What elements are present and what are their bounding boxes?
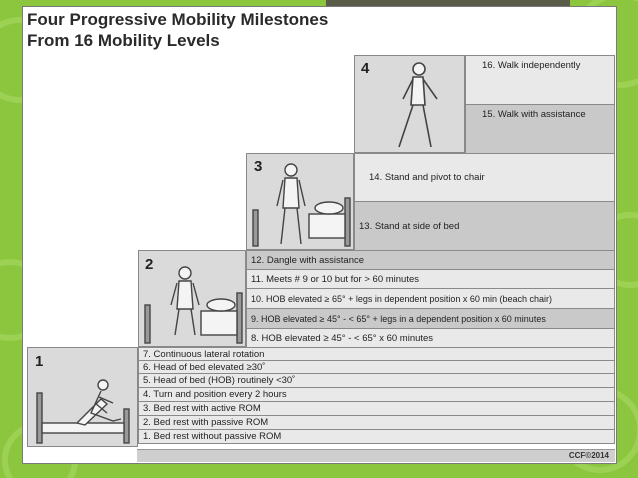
level-row-10: 10. HOB elevated ≥ 65° + legs in depende… xyxy=(246,288,615,309)
level-row-7: 7. Continuous lateral rotation xyxy=(138,347,615,361)
level-row-16: 16. Walk independently xyxy=(465,55,615,105)
milestone-number-4: 4 xyxy=(361,60,370,77)
level-row-13: 13. Stand at side of bed xyxy=(354,201,615,251)
title-line-1: Four Progressive Mobility Milestones xyxy=(27,10,329,29)
level-row-1: 1. Bed rest without passive ROM xyxy=(138,429,615,444)
level-row-11: 11. Meets # 9 or 10 but for > 60 minutes xyxy=(246,269,615,289)
milestone-4-box xyxy=(354,55,465,153)
copyright-label: CCF©2014 xyxy=(568,451,609,460)
level-row-8: 8. HOB elevated ≥ 45° - < 65° x 60 minut… xyxy=(246,328,615,348)
level-row-9: 9. HOB elevated ≥ 45° - < 65° + legs in … xyxy=(246,308,615,329)
title-line-2: From 16 Mobility Levels xyxy=(27,31,220,50)
level-row-4: 4. Turn and position every 2 hours xyxy=(138,387,615,402)
walking-figure xyxy=(398,62,438,148)
dangle-at-bed-figure xyxy=(144,266,243,344)
slide: Four Progressive Mobility Milestones Fro… xyxy=(22,6,617,464)
milestone-number-1: 1 xyxy=(35,353,44,370)
header-tab xyxy=(326,0,570,9)
standing-by-bed-figure xyxy=(252,163,351,247)
level-row-5: 5. Head of bed (HOB) routinely <30˚ xyxy=(138,373,615,388)
level-row-2: 2. Bed rest with passive ROM xyxy=(138,415,615,430)
page-title: Four Progressive Mobility Milestones Fro… xyxy=(27,9,328,51)
level-row-14: 14. Stand and pivot to chair xyxy=(354,153,615,202)
level-row-15: 15. Walk with assistance xyxy=(465,104,615,154)
footer-bar: CCF©2014 xyxy=(137,449,615,462)
level-row-12: 12. Dangle with assistance xyxy=(246,250,615,270)
milestone-number-2: 2 xyxy=(145,256,154,273)
reclining-in-bed-figure xyxy=(36,379,130,444)
milestone-number-3: 3 xyxy=(254,158,263,175)
level-row-6: 6. Head of bed elevated ≥30˚ xyxy=(138,360,615,374)
level-row-3: 3. Bed rest with active ROM xyxy=(138,401,615,416)
